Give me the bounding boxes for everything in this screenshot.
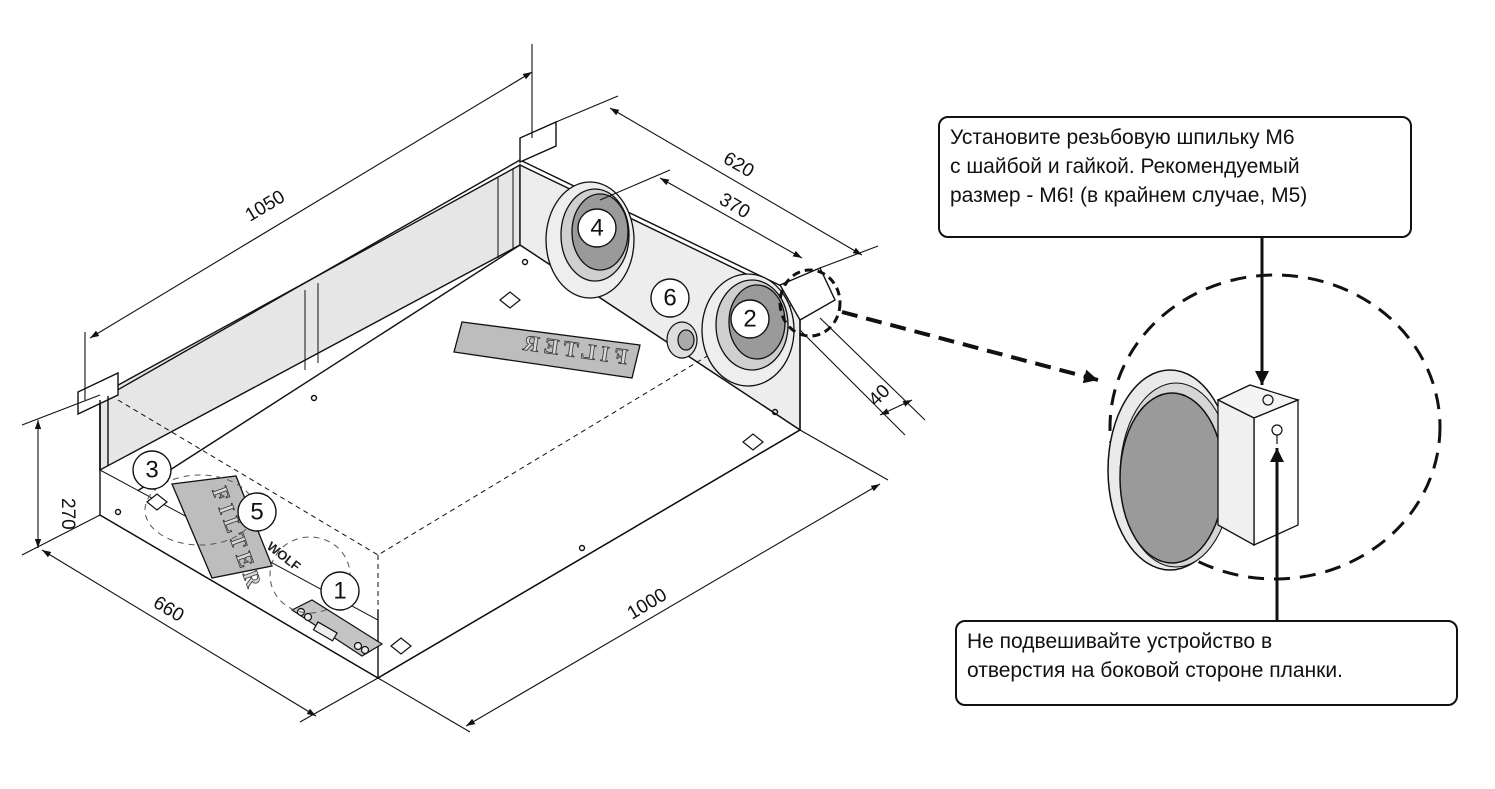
bracket-left bbox=[77, 371, 119, 416]
svg-text:4: 4 bbox=[590, 215, 603, 242]
dim-1000: 1000 bbox=[624, 585, 671, 625]
marker-6: 6 bbox=[650, 278, 690, 318]
dim-370: 370 bbox=[716, 189, 754, 223]
callout-bottom-line-1: Не подвешивайте устройство в bbox=[967, 630, 1273, 653]
detail-leader-arrow bbox=[841, 310, 1099, 384]
marker-1: 1 bbox=[320, 571, 360, 611]
dimension-lines bbox=[21, 44, 926, 733]
svg-text:1: 1 bbox=[333, 578, 346, 605]
dim-620: 620 bbox=[720, 148, 758, 182]
bracket-top bbox=[519, 120, 557, 164]
marker-5: 5 bbox=[237, 492, 277, 532]
dim-1050: 1050 bbox=[242, 187, 289, 227]
callout-bottom-line-2: отверстия на боковой стороне планки. bbox=[967, 659, 1343, 682]
svg-text:5: 5 bbox=[250, 499, 263, 526]
marker-3: 3 bbox=[132, 450, 172, 490]
detail-source-circle bbox=[778, 268, 842, 338]
svg-text:6: 6 bbox=[663, 285, 676, 312]
dim-40: 40 bbox=[865, 381, 895, 411]
dim-270: 270 bbox=[57, 498, 78, 530]
detail-view bbox=[1107, 273, 1442, 581]
callout-top: Установите резьбовую шпильку М6 с шайбой… bbox=[938, 116, 1412, 238]
callout-top-line-2: с шайбой и гайкой. Рекомендуемый bbox=[950, 155, 1300, 178]
callout-bottom: Не подвешивайте устройство в отверстия н… bbox=[955, 620, 1458, 706]
svg-text:2: 2 bbox=[743, 306, 756, 333]
callout-top-line-1: Установите резьбовую шпильку М6 bbox=[950, 126, 1295, 149]
marker-4: 4 bbox=[577, 208, 617, 248]
svg-text:3: 3 bbox=[145, 457, 158, 484]
bracket-right bbox=[779, 267, 836, 321]
callout-top-line-3: размер - М6! (в крайнем случае, М5) bbox=[950, 184, 1308, 207]
dim-660: 660 bbox=[149, 592, 187, 626]
condensate-outlet bbox=[666, 321, 698, 359]
marker-2: 2 bbox=[730, 299, 770, 339]
